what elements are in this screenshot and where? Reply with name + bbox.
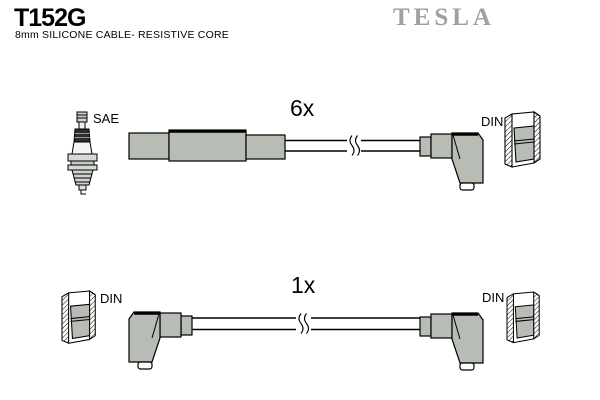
straight-boot-icon xyxy=(128,129,286,162)
cable-break-icon xyxy=(303,313,310,334)
quantity-label-6x: 6x xyxy=(290,95,315,121)
din-socket-icon xyxy=(504,111,541,168)
spark-plug-icon xyxy=(67,111,98,195)
din-terminal-label-bottom-right: DIN xyxy=(482,290,505,305)
cable-break-icon xyxy=(354,135,361,156)
cable-top-icon xyxy=(285,135,420,156)
sae-terminal-label: SAE xyxy=(93,111,120,126)
elbow-boot-icon xyxy=(418,311,485,372)
elbow-boot-icon xyxy=(418,131,485,192)
cable-break-icon xyxy=(349,135,355,156)
elbow-boot-icon xyxy=(127,310,194,371)
cable-break-icon xyxy=(298,313,304,334)
part-number: T152G xyxy=(14,4,86,32)
din-terminal-label-top: DIN xyxy=(481,114,504,129)
assembly-6x xyxy=(67,111,541,195)
assembly-1x xyxy=(61,290,540,372)
cable-bottom-icon xyxy=(192,313,420,334)
brand-logo: TESLA xyxy=(393,4,495,31)
din-terminal-label-bottom-left: DIN xyxy=(100,291,123,306)
part-description: 8mm SILICONE CABLE- RESISTIVE CORE xyxy=(15,29,229,41)
quantity-label-1x: 1x xyxy=(291,272,316,298)
din-socket-icon xyxy=(61,290,96,344)
din-socket-icon xyxy=(506,291,540,344)
